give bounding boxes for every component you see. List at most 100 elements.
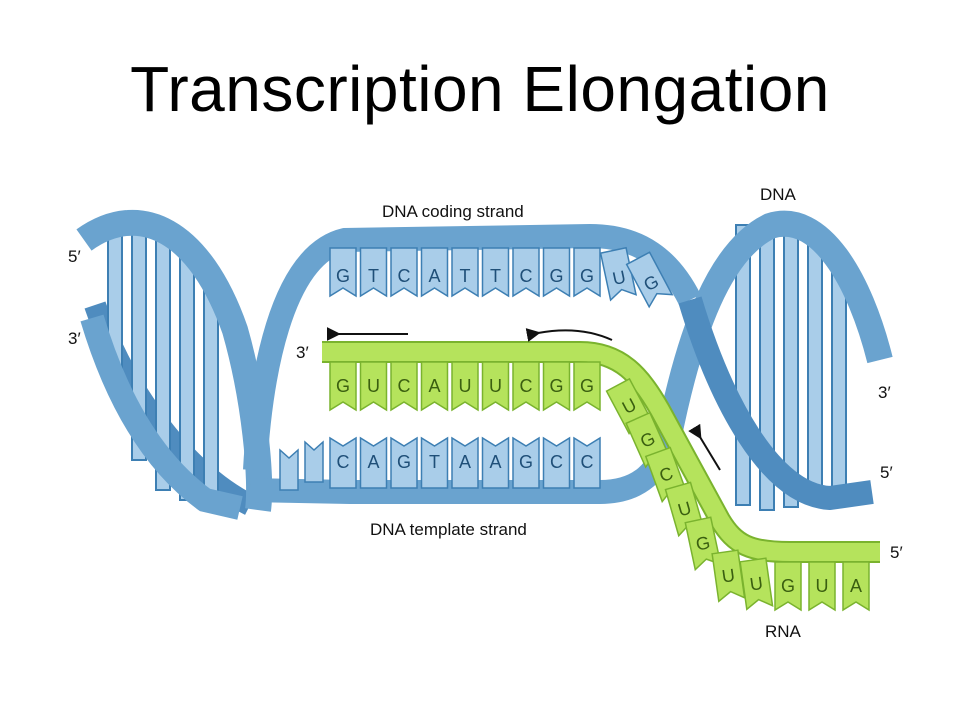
rna-diagonal-base: U bbox=[739, 557, 774, 611]
template-base: G bbox=[390, 436, 418, 489]
dna-coding-strand-label: DNA coding strand bbox=[382, 202, 524, 221]
rna-base-tab bbox=[329, 361, 357, 412]
coding-base-tab bbox=[573, 247, 601, 298]
rna-base-letter: A bbox=[428, 376, 440, 396]
coding-base: C bbox=[390, 247, 418, 298]
coding-base-tab bbox=[420, 247, 449, 298]
rna-base-tab bbox=[512, 361, 540, 412]
right-3prime-label: 3′ bbox=[878, 383, 891, 402]
template-base: C bbox=[542, 436, 571, 489]
template-base: C bbox=[573, 436, 601, 489]
coding-base: C bbox=[512, 247, 540, 298]
coding-base-letter: C bbox=[520, 266, 533, 286]
template-base: A bbox=[481, 436, 510, 489]
coding-base: T bbox=[451, 247, 479, 298]
coding-base-tab bbox=[625, 251, 674, 309]
coding-base-letter: G bbox=[549, 266, 563, 286]
coding-base: G bbox=[573, 247, 601, 298]
coding-base-letter: T bbox=[460, 266, 471, 286]
rna-diagonal-base: U bbox=[711, 549, 746, 603]
rna-base-letter: C bbox=[520, 376, 533, 396]
template-base-tab bbox=[573, 436, 601, 489]
rna-base-letter: U bbox=[367, 376, 380, 396]
rna-base-letter: U bbox=[749, 573, 765, 595]
rna-paired-base: C bbox=[512, 361, 540, 412]
coding-base-letter: T bbox=[490, 266, 501, 286]
rna-tail-base: A bbox=[842, 561, 870, 612]
template-base-letter: T bbox=[429, 452, 440, 472]
coding-base-tab bbox=[542, 247, 571, 298]
direction-arrow-middle bbox=[525, 328, 613, 342]
direction-arrow-diagonal bbox=[688, 423, 721, 471]
left-5prime-label: 5′ bbox=[68, 247, 81, 266]
template-base-tab bbox=[542, 436, 571, 489]
coding-base-tab bbox=[451, 247, 479, 298]
coding-base: A bbox=[420, 247, 449, 298]
template-base-tab bbox=[279, 448, 299, 491]
rna-paired-base: U bbox=[481, 361, 510, 412]
template-base-letter: A bbox=[367, 452, 379, 472]
coding-base-tab bbox=[599, 246, 638, 302]
rna-paired-base: G bbox=[573, 361, 601, 412]
template-base: C bbox=[329, 436, 357, 489]
rna-base-letter: G bbox=[336, 376, 350, 396]
rna-backbone-fill bbox=[322, 343, 880, 561]
rna-label: RNA bbox=[765, 622, 802, 641]
rna-base-tab bbox=[420, 361, 449, 412]
rna-paired-base: C bbox=[390, 361, 418, 412]
template-base-letter: A bbox=[459, 452, 471, 472]
coding-base: T bbox=[359, 247, 388, 298]
left-3prime-label: 3′ bbox=[68, 329, 81, 348]
rna-base-tab bbox=[542, 361, 571, 412]
coding-base-tab bbox=[329, 247, 357, 298]
slide-title: Transcription Elongation bbox=[130, 53, 830, 125]
rna-base-letter: G bbox=[781, 576, 795, 596]
rna-base-letter: U bbox=[459, 376, 472, 396]
rna-base-letter: U bbox=[816, 576, 829, 596]
template-base-tab bbox=[481, 436, 510, 489]
template-base-letter: A bbox=[489, 452, 501, 472]
rna-base-letter: G bbox=[580, 376, 594, 396]
template-base-tab bbox=[390, 436, 418, 489]
rna-base-tab bbox=[739, 557, 774, 611]
rna-base-tab bbox=[808, 561, 836, 612]
coding-base: U bbox=[599, 246, 638, 302]
rna-paired-base: G bbox=[329, 361, 357, 412]
rna-base-tab bbox=[774, 561, 802, 612]
template-base-letter: G bbox=[519, 452, 533, 472]
rna-5prime-label: 5′ bbox=[890, 543, 903, 562]
template-base-letter: C bbox=[581, 452, 594, 472]
left-helix bbox=[76, 210, 273, 520]
right-helix-lower-strand bbox=[678, 296, 874, 511]
dna-label: DNA bbox=[760, 185, 797, 204]
right-helix-front-strand bbox=[655, 210, 893, 443]
template-base-tab bbox=[359, 436, 388, 489]
template-base-tab bbox=[512, 436, 540, 489]
right-5prime-label: 5′ bbox=[880, 463, 893, 482]
coding-base-letter: G bbox=[336, 266, 350, 286]
rna-base-tab bbox=[711, 549, 746, 603]
coding-base: G bbox=[542, 247, 571, 298]
rna-base-letter: U bbox=[676, 498, 694, 521]
rna-base-tab bbox=[481, 361, 510, 412]
template-base-letter: C bbox=[337, 452, 350, 472]
rna-paired-base: U bbox=[359, 361, 388, 412]
rna-base-letter: A bbox=[850, 576, 862, 596]
coding-base-tab bbox=[359, 247, 388, 298]
coding-base: G bbox=[625, 251, 674, 309]
template-base-tab bbox=[304, 440, 324, 483]
template-base: T bbox=[420, 436, 449, 489]
coding-base: G bbox=[329, 247, 357, 298]
rna-paired-base: A bbox=[420, 361, 449, 412]
template-base-tab bbox=[451, 436, 479, 489]
coding-base-tab bbox=[481, 247, 510, 298]
rna-3prime-label: 3′ bbox=[296, 343, 309, 362]
template-base-letter: C bbox=[550, 452, 563, 472]
rna-tail-base: U bbox=[808, 561, 836, 612]
coding-base-tab bbox=[512, 247, 540, 298]
template-base: G bbox=[512, 436, 540, 489]
